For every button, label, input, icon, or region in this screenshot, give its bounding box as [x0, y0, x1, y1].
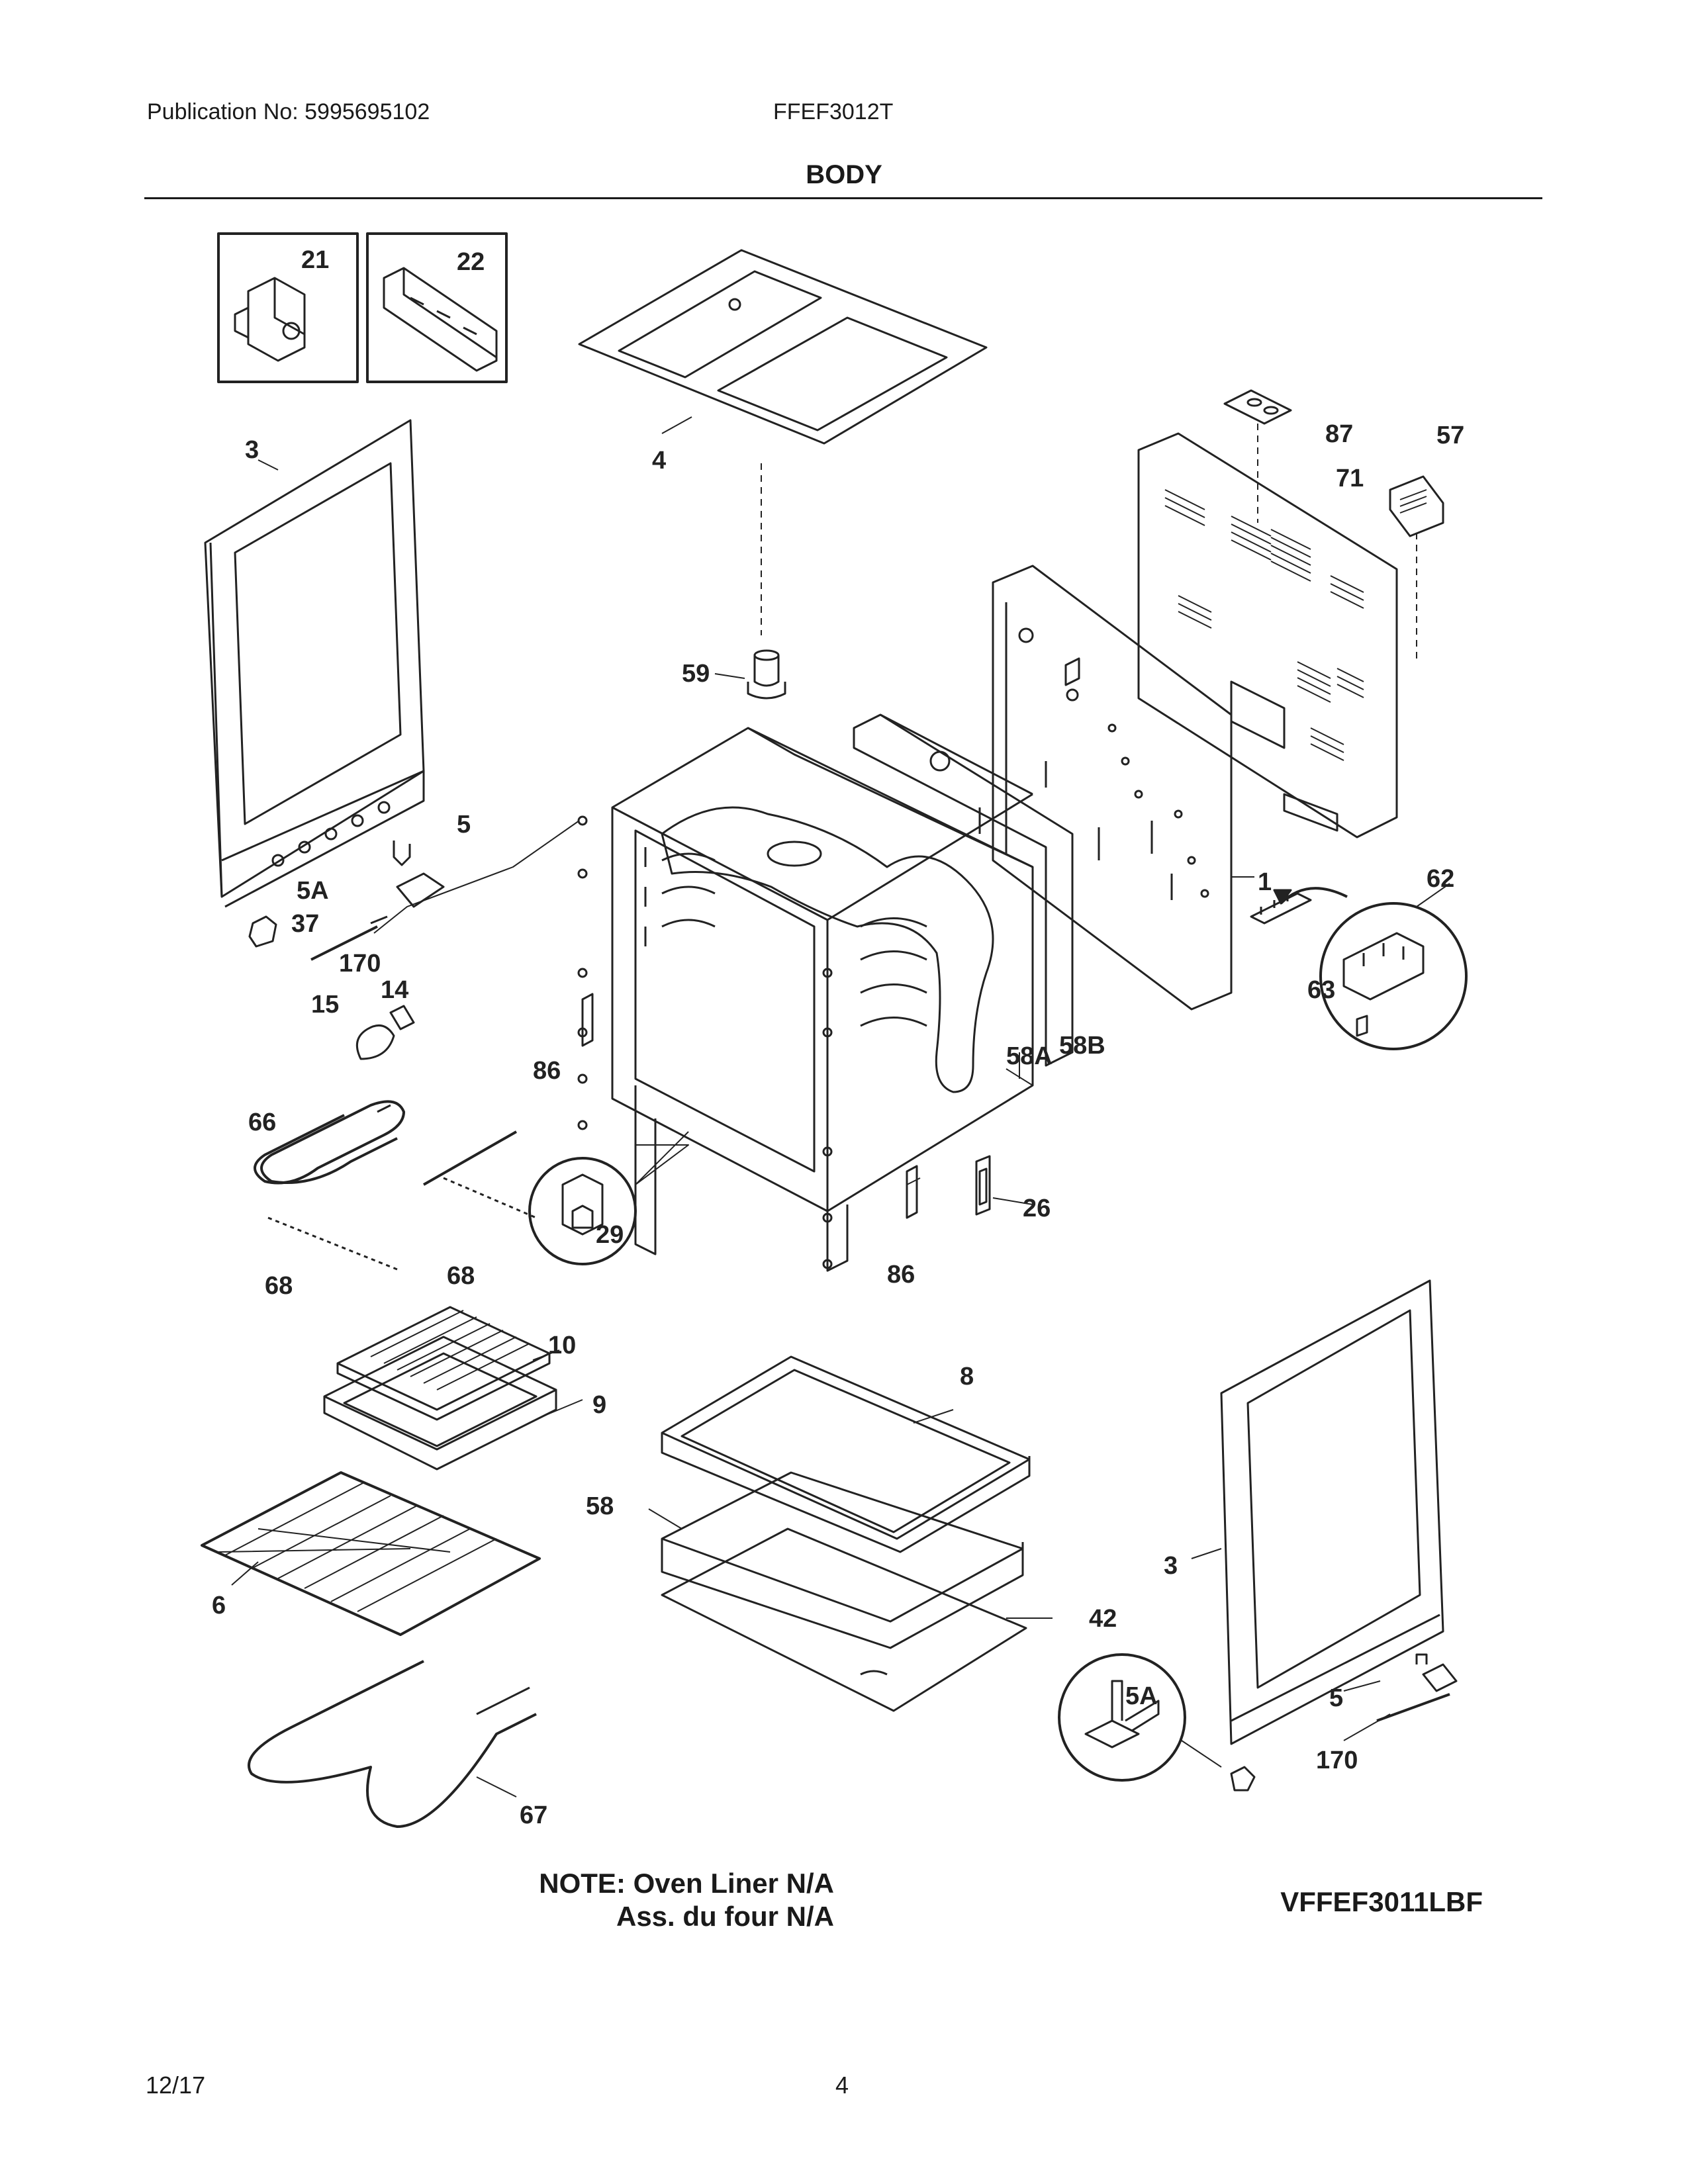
part-57-cover — [1389, 475, 1444, 662]
part-59-plug — [714, 649, 786, 700]
callout-29: 29 — [596, 1221, 624, 1249]
callout-68-right: 68 — [447, 1262, 475, 1290]
part-8-drawer — [661, 1355, 1031, 1553]
callout-3-right: 3 — [1164, 1552, 1178, 1580]
leveler-parts-left — [248, 841, 445, 1060]
part-9-broil-pan — [323, 1336, 557, 1471]
part-3-left-side-panel — [204, 419, 425, 908]
part-87-gasket — [1223, 389, 1292, 523]
callout-67: 67 — [520, 1801, 547, 1829]
callout-87: 87 — [1325, 420, 1353, 448]
callout-59: 59 — [682, 660, 710, 688]
oven-cavity-body — [577, 713, 1074, 1272]
footer-date: 12/17 — [146, 2071, 206, 2099]
part-66-element — [254, 1100, 537, 1272]
callout-170-right: 170 — [1316, 1747, 1358, 1774]
page-title: BODY — [806, 160, 882, 189]
part-62-terminal-block — [1250, 883, 1468, 1050]
part-3-right-side-panel — [1220, 1279, 1444, 1745]
callout-42: 42 — [1089, 1605, 1117, 1633]
part-21-inset — [217, 232, 359, 383]
part-42-panel — [661, 1527, 1027, 1712]
callout-58B: 58B — [1059, 1032, 1105, 1060]
callout-57: 57 — [1436, 422, 1464, 449]
callout-86-left: 86 — [533, 1057, 561, 1085]
note-oven-liner: NOTE: Oven Liner N/A — [539, 1868, 834, 1899]
part-29-detail — [528, 1131, 689, 1265]
callout-5-left: 5 — [457, 811, 471, 839]
callout-170-left: 170 — [339, 950, 381, 978]
callout-37: 37 — [291, 910, 319, 938]
callout-71: 71 — [1336, 465, 1364, 492]
part-5A-detail-right — [1058, 1653, 1458, 1792]
callout-5-right: 5 — [1329, 1684, 1343, 1712]
callout-22: 22 — [457, 248, 485, 276]
callout-62: 62 — [1427, 865, 1454, 893]
part-58-insulation — [661, 1471, 1024, 1649]
note-oven-liner-french: Ass. du four N/A — [616, 1901, 834, 1932]
callout-68-left: 68 — [265, 1272, 293, 1300]
header-divider — [144, 197, 1542, 199]
callout-14: 14 — [381, 976, 408, 1004]
callout-58: 58 — [586, 1492, 614, 1520]
callout-63: 63 — [1307, 976, 1335, 1004]
callout-5A-left: 5A — [297, 877, 329, 905]
part-71-rear-panel — [1137, 432, 1398, 839]
callout-8: 8 — [960, 1363, 974, 1390]
callout-66: 66 — [248, 1109, 276, 1136]
callout-1: 1 — [1258, 868, 1272, 896]
callout-10: 10 — [548, 1332, 576, 1359]
callout-6: 6 — [212, 1592, 226, 1619]
callout-21: 21 — [301, 246, 329, 274]
part-22-inset — [366, 232, 508, 383]
page-number: 4 — [835, 2071, 849, 2099]
model-number: FFEF3012T — [773, 99, 894, 124]
part-67-element — [248, 1660, 537, 1828]
publication-number: Publication No: 5995695102 — [147, 99, 430, 124]
part-6-oven-rack — [201, 1471, 541, 1636]
callout-3-left: 3 — [245, 436, 259, 464]
callout-86-right: 86 — [887, 1261, 915, 1289]
callout-15: 15 — [311, 991, 339, 1019]
leader-lines — [231, 820, 1391, 1797]
diagram-id: VFFEF3011LBF — [1280, 1886, 1483, 1917]
callout-5A-right: 5A — [1125, 1682, 1158, 1710]
part-1-back-panel — [992, 565, 1233, 1011]
part-4-top-panel — [578, 249, 988, 635]
callout-4: 4 — [652, 447, 666, 475]
callout-9: 9 — [592, 1391, 606, 1419]
callout-26: 26 — [1023, 1195, 1051, 1222]
callout-58A: 58A — [1006, 1042, 1053, 1070]
part-10-broil-grid — [336, 1306, 551, 1421]
